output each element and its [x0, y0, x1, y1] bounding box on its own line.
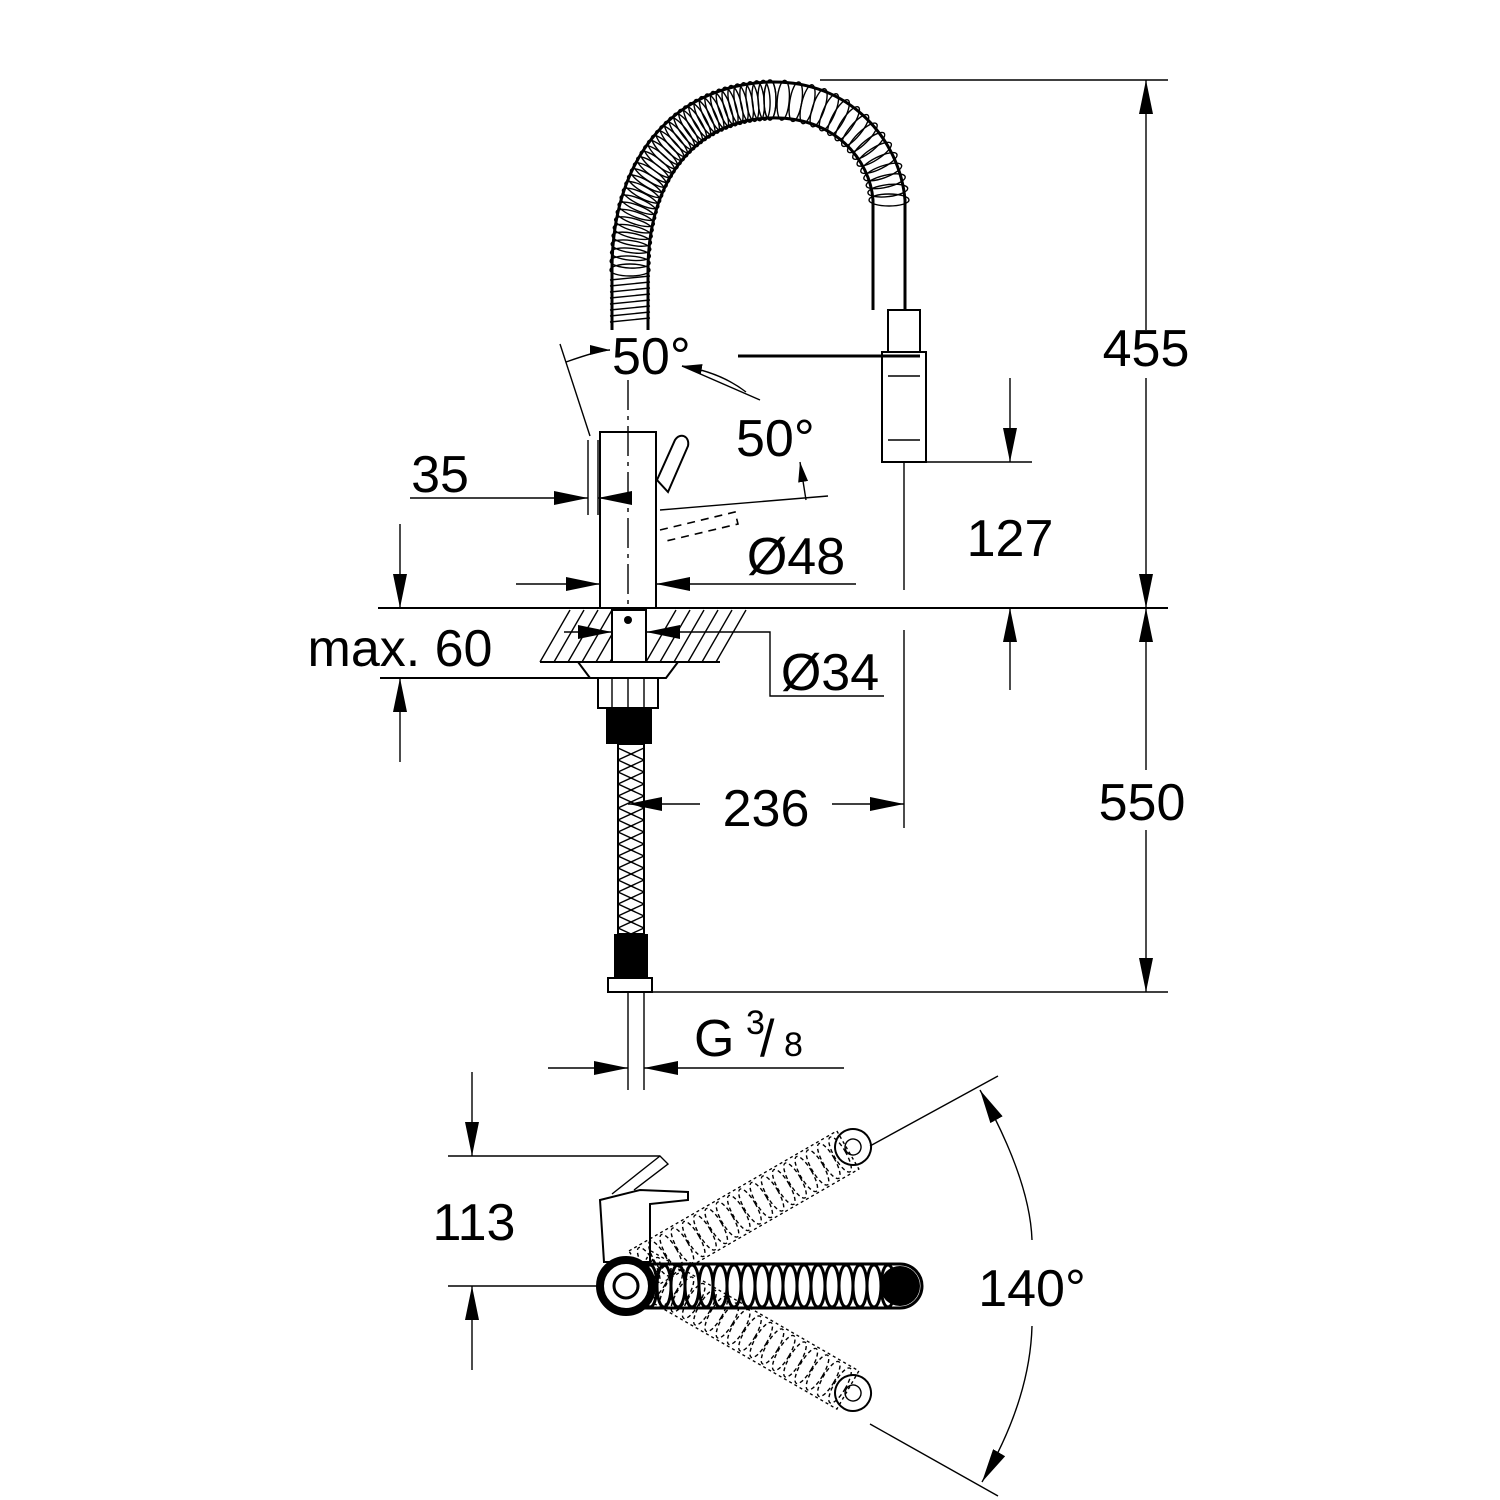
dim-spout-reach-label: 236 [723, 780, 810, 838]
dim-thread-denominator: 8 [784, 1026, 803, 1064]
supply-hose [607, 743, 653, 993]
dim-swivel-angle: 140° [869, 1075, 1086, 1497]
dim-body-diameter-label: Ø48 [747, 528, 845, 586]
dim-thread-numerator: 3 [746, 1004, 765, 1042]
dim-thread-prefix: G [694, 1010, 734, 1068]
dim-hose-length: 550 [650, 608, 1186, 993]
dim-thread-slash: / [760, 1010, 775, 1068]
dim-spout-drop-label: 127 [967, 510, 1054, 568]
dim-deck-thickness-label: max. 60 [308, 620, 493, 678]
dim-deck-thickness: max. 60 [308, 524, 493, 762]
dim-body-diameter: Ø48 [516, 528, 856, 608]
dim-swivel-angle-label: 140° [978, 1260, 1086, 1318]
dim-lever-tilt-label: 50° [736, 410, 815, 468]
dim-plan-depth-label: 113 [433, 1194, 516, 1252]
dim-thread: G 3 / 8 [548, 992, 844, 1090]
dim-plan-depth: 113 [433, 1072, 516, 1370]
dim-spout-reach: 236 [628, 630, 905, 838]
dim-total-height: 455 [820, 79, 1190, 608]
elevation-view: 455 127 50° 50° 35 [308, 79, 1190, 1090]
dim-hole-diameter-label: Ø34 [781, 644, 879, 702]
mounting-deck [378, 607, 1168, 679]
dim-hole-diameter: Ø34 [564, 625, 884, 702]
shank-nut [597, 677, 659, 744]
plan-view: 113 140° [433, 1072, 1086, 1497]
spray-head [881, 309, 927, 590]
dim-lever-angle-label: 50° [612, 328, 691, 386]
dim-spout-drop: 127 [904, 378, 1053, 690]
dim-lever-angle: 50° [559, 328, 761, 437]
dim-lever-tilt: 50° [659, 410, 829, 511]
spring-hose [609, 79, 910, 330]
dim-total-height-label: 455 [1103, 320, 1190, 378]
dim-lever-offset-label: 35 [411, 446, 469, 504]
dim-lever-offset: 35 [410, 446, 632, 505]
dim-hose-length-label: 550 [1099, 774, 1186, 832]
